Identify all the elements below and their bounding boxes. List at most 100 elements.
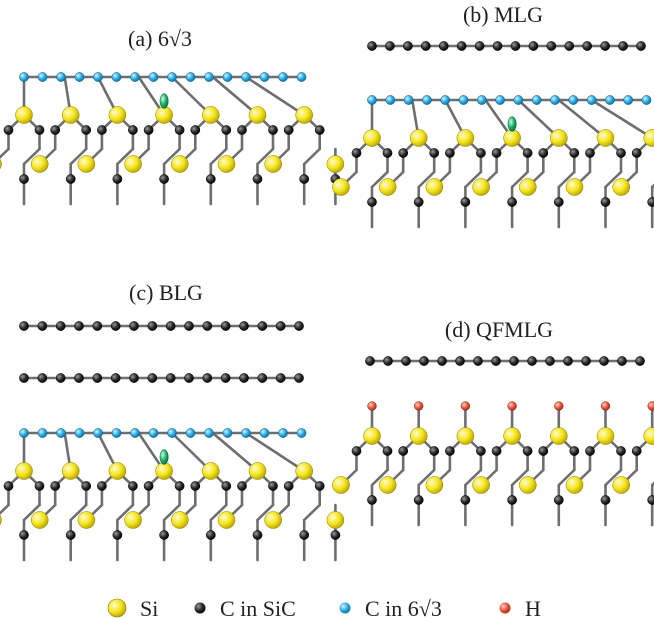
si-atom bbox=[124, 155, 142, 173]
si-atom bbox=[217, 155, 236, 173]
c-sic-atom bbox=[420, 41, 431, 51]
c-buffer-atom bbox=[513, 95, 524, 105]
c-sic-atom bbox=[473, 356, 483, 366]
legend-c-sic-swatch bbox=[194, 602, 206, 614]
c-sic-atom bbox=[190, 125, 201, 135]
c-sic-atom bbox=[159, 174, 169, 184]
c-sic-atom bbox=[585, 446, 595, 456]
si-atom bbox=[363, 427, 381, 445]
c-sic-atom bbox=[143, 481, 154, 491]
c-sic-atom bbox=[275, 373, 286, 383]
panel-d-structure bbox=[332, 356, 654, 527]
defect-marker bbox=[159, 93, 169, 109]
bond bbox=[22, 503, 41, 522]
bond bbox=[510, 170, 529, 189]
c-sic-atom bbox=[600, 41, 610, 51]
si-atom bbox=[612, 178, 630, 196]
c-buffer-atom bbox=[130, 428, 140, 438]
c-sic-atom bbox=[50, 125, 61, 135]
c-buffer-atom bbox=[605, 95, 615, 105]
c-sic-atom bbox=[205, 174, 216, 184]
c-sic-atom bbox=[382, 446, 393, 456]
c-buffer-atom bbox=[476, 95, 487, 105]
bond bbox=[170, 75, 213, 117]
c-sic-atom bbox=[419, 356, 429, 366]
c-sic-atom bbox=[385, 41, 395, 51]
c-buffer-atom bbox=[531, 95, 542, 105]
c-sic-atom bbox=[564, 41, 575, 51]
panel-d-label: (d) QFMLG bbox=[445, 317, 553, 342]
bond bbox=[211, 75, 259, 117]
c-sic-atom bbox=[237, 125, 247, 135]
c-buffer-atom bbox=[550, 95, 560, 105]
si-atom bbox=[264, 155, 282, 173]
c-buffer-atom bbox=[222, 72, 233, 82]
si-atom bbox=[77, 511, 96, 529]
c-sic-atom bbox=[165, 321, 176, 331]
bond bbox=[116, 147, 135, 166]
h-atom bbox=[507, 401, 517, 411]
si-atom bbox=[124, 511, 142, 529]
bond bbox=[557, 170, 576, 189]
c-sic-atom bbox=[34, 125, 45, 135]
c-buffer-atom bbox=[185, 72, 196, 82]
c-sic-atom bbox=[631, 446, 642, 456]
c-sic-atom bbox=[617, 356, 627, 366]
bond bbox=[370, 170, 389, 189]
c-buffer-atom bbox=[623, 95, 634, 105]
c-sic-atom bbox=[403, 41, 413, 51]
panel-a-label: (a) 6√3 bbox=[128, 26, 192, 51]
h-atom bbox=[367, 401, 377, 411]
bond bbox=[22, 147, 41, 166]
bond bbox=[464, 468, 483, 487]
c-buffer-atom bbox=[222, 428, 233, 438]
c-sic-atom bbox=[616, 446, 626, 456]
bond bbox=[557, 98, 607, 140]
si-atom bbox=[472, 178, 490, 196]
c-buffer-atom bbox=[278, 72, 288, 82]
c-sic-atom bbox=[81, 481, 92, 491]
c-sic-atom bbox=[507, 197, 517, 207]
c-buffer-atom bbox=[403, 95, 414, 105]
c-sic-atom bbox=[600, 495, 611, 505]
c-buffer-atom bbox=[130, 72, 140, 82]
c-sic-atom bbox=[582, 41, 593, 51]
c-buffer-atom bbox=[111, 72, 122, 82]
c-sic-atom bbox=[184, 373, 194, 383]
si-atom bbox=[202, 462, 220, 480]
c-sic-atom bbox=[429, 446, 440, 456]
si-atom bbox=[155, 462, 173, 480]
si-atom bbox=[171, 155, 189, 173]
c-sic-atom bbox=[65, 530, 76, 540]
si-atom bbox=[15, 462, 33, 480]
c-sic-atom bbox=[3, 481, 14, 491]
si-atom bbox=[61, 462, 80, 480]
h-atom bbox=[647, 401, 654, 411]
legend-h-swatch bbox=[499, 602, 511, 614]
c-sic-atom bbox=[128, 125, 138, 135]
h-atom bbox=[600, 401, 611, 411]
c-buffer-atom bbox=[111, 428, 122, 438]
bond bbox=[162, 503, 181, 522]
c-sic-atom bbox=[413, 495, 424, 505]
si-atom bbox=[217, 511, 236, 529]
c-buffer-atom bbox=[241, 72, 251, 82]
bond bbox=[604, 468, 623, 487]
c-sic-atom bbox=[174, 481, 185, 491]
c-sic-atom bbox=[398, 148, 409, 158]
c-sic-atom bbox=[491, 446, 502, 456]
panel-b-label: (b) MLG bbox=[463, 2, 543, 27]
si-atom bbox=[264, 511, 282, 529]
si-atom bbox=[378, 476, 397, 494]
c-sic-atom bbox=[460, 495, 471, 505]
c-sic-atom bbox=[202, 373, 213, 383]
si-atom bbox=[155, 106, 173, 124]
si-atom bbox=[363, 129, 381, 147]
c-sic-atom bbox=[445, 148, 455, 158]
c-buffer-atom bbox=[458, 95, 469, 105]
legend-c-buffer-swatch bbox=[339, 602, 351, 614]
si-atom bbox=[332, 178, 350, 196]
c-sic-atom bbox=[351, 148, 362, 158]
c-sic-atom bbox=[563, 356, 573, 366]
bond bbox=[69, 503, 88, 522]
